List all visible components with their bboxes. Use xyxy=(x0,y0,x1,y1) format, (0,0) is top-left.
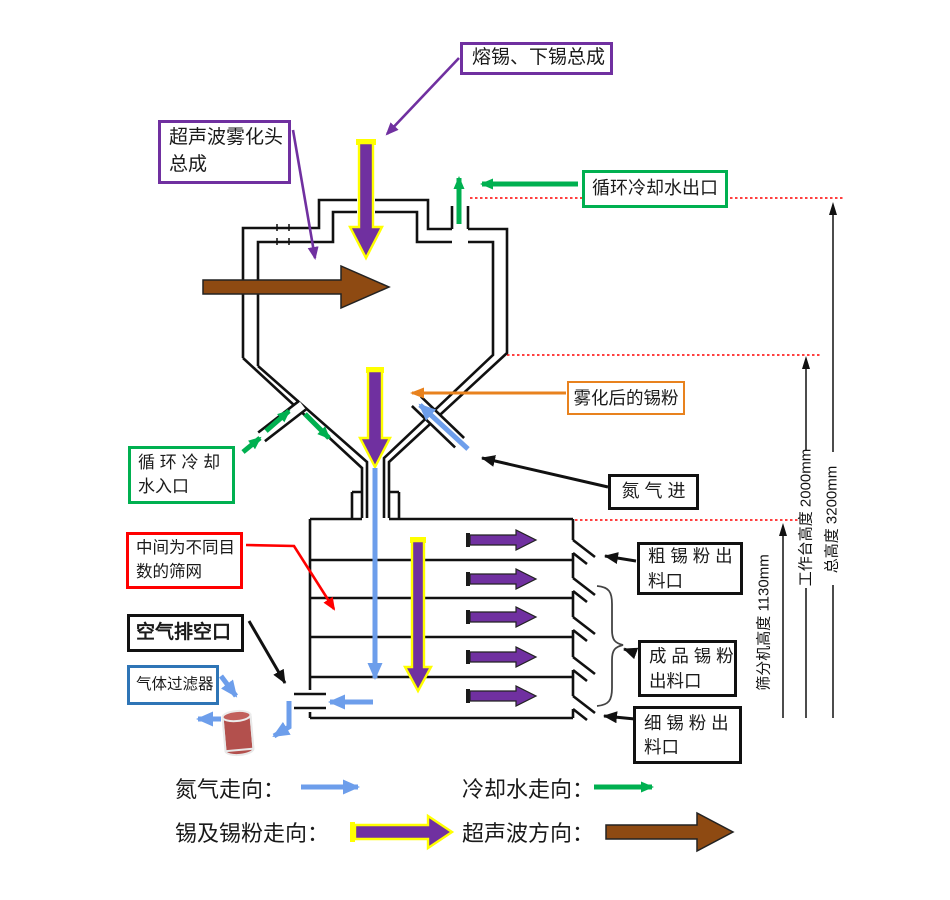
label-line: 超声波雾化头 xyxy=(169,127,284,149)
label-fine-powder-outlet: 细 锡 粉 出 料口 xyxy=(633,706,742,764)
label-nitrogen-inlet: 氮 气 进 xyxy=(608,474,699,510)
label-cooling-water-outlet: 循环冷却水出口 xyxy=(582,170,728,208)
label-ultrasonic-atomizer-head: 超声波雾化头 总成 xyxy=(158,120,291,184)
sieve-row-arrows xyxy=(466,529,538,707)
dimension-total-height: 总高度 3200mm xyxy=(823,465,841,574)
label-line: 水入口 xyxy=(138,477,189,496)
label-leader-lines xyxy=(219,57,639,724)
label-line: 料口 xyxy=(644,737,679,757)
label-line: 出料口 xyxy=(649,670,702,691)
reference-dotted-lines xyxy=(470,197,845,521)
dimension-table-height: 工作台高度 2000mm xyxy=(797,448,815,587)
label-sieve-mesh-note: 中间为不同目 数的筛网 xyxy=(126,532,243,589)
label-line: 总成 xyxy=(169,154,208,175)
label-product-powder-outlet: 成 品 锡 粉 出料口 xyxy=(638,640,737,697)
ultrasonic-direction-arrow xyxy=(202,264,391,310)
gas-filter-canister xyxy=(221,709,255,757)
label-coarse-powder-outlet: 粗 锡 粉 出 料口 xyxy=(637,542,743,595)
label-line: 循 环 冷 却 xyxy=(138,453,221,473)
label-line: 细 锡 粉 出 xyxy=(644,712,729,733)
legend-tin-label: 锡及锡粉走向： xyxy=(175,821,330,846)
label-line: 粗 锡 粉 出 xyxy=(648,546,733,566)
label-air-vent-port: 空气排空口 xyxy=(127,614,244,652)
label-melt-tin-assembly: 熔锡、下锡总成 xyxy=(460,42,613,75)
tin-flow-arrows xyxy=(348,139,538,707)
legend-ultrasonic-label: 超声波方向： xyxy=(462,821,595,846)
dimension-lines xyxy=(779,202,837,718)
nitrogen-flow-arrows xyxy=(196,403,470,739)
label-line: 数的筛网 xyxy=(136,562,202,581)
cooling-water-arrows xyxy=(241,176,578,454)
legend-cooling-label: 冷却水走向： xyxy=(462,777,595,802)
label-line: 成 品 锡 粉 xyxy=(649,646,734,666)
legend-arrows xyxy=(301,779,735,853)
label-line: 中间为不同目 xyxy=(136,539,235,558)
label-atomized-tin-powder: 雾化后的锡粉 xyxy=(567,381,685,415)
label-line: 料口 xyxy=(648,570,683,591)
sieve-stack xyxy=(294,517,624,722)
label-gas-filter: 气体过滤器 xyxy=(127,665,219,705)
dimension-sieve-height: 筛分机高度 1130mm xyxy=(755,554,773,691)
legend-nitrogen-label: 氮气走向： xyxy=(175,777,286,802)
label-cooling-water-inlet: 循 环 冷 却 水入口 xyxy=(128,446,235,504)
